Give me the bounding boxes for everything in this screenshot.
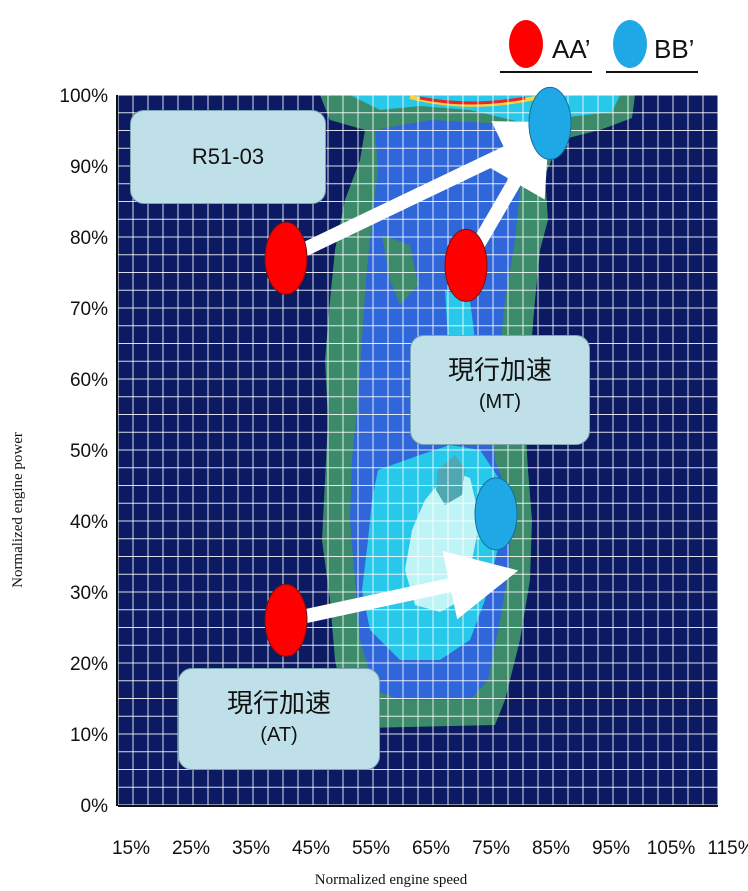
- x-tick-label: 105%: [647, 838, 696, 859]
- y-tick-label: 100%: [59, 86, 108, 107]
- y-tick-label: 60%: [70, 370, 108, 391]
- legend-label-bb: BB’: [654, 34, 694, 64]
- marker-aa: [264, 583, 308, 657]
- y-tick-label: 0%: [81, 796, 109, 817]
- contour-level-1-inlet: [382, 235, 418, 305]
- x-tick-label: 25%: [172, 838, 210, 859]
- x-tick-label: 95%: [592, 838, 630, 859]
- annotation-at: 現行加速 (AT): [178, 668, 380, 770]
- marker-bb: [528, 86, 572, 160]
- annotation-at-text: 現行加速: [226, 689, 331, 719]
- annotation-mt-text: 現行加速: [447, 356, 552, 386]
- y-tick-label: 20%: [70, 654, 108, 675]
- legend: AA’ BB’: [500, 20, 698, 73]
- x-tick-label: 85%: [532, 838, 570, 859]
- y-tick-label: 50%: [70, 441, 108, 462]
- y-tick-labels: 0% 10% 20% 30% 40% 50% 60% 70% 80% 90% 100%: [59, 86, 108, 817]
- legend-swatch-bb: [613, 20, 647, 68]
- x-tick-label: 35%: [232, 838, 270, 859]
- x-tick-labels: 15% 25% 35% 45% 55% 65% 75% 85% 95% 105% 115%: [112, 838, 748, 859]
- x-tick-label: 75%: [472, 838, 510, 859]
- y-tick-label: 30%: [70, 583, 108, 604]
- annotation-r51-text: R51-03: [191, 144, 265, 169]
- y-axis-title: Normalized engine power: [10, 432, 26, 588]
- x-tick-label: 115%: [707, 838, 748, 859]
- annotation-mt-sub: (MT): [478, 391, 522, 413]
- contour-peak-red: [419, 96, 526, 105]
- y-tick-label: 70%: [70, 299, 108, 320]
- y-tick-label: 40%: [70, 512, 108, 533]
- data-markers: [264, 86, 572, 657]
- annotation-mt: 現行加速 (MT): [410, 335, 590, 445]
- x-tick-label: 55%: [352, 838, 390, 859]
- annotation-at-sub: (AT): [260, 724, 298, 746]
- annotation-r51: R51-03: [130, 110, 326, 204]
- y-tick-label: 10%: [70, 725, 108, 746]
- x-axis-title: Normalized engine speed: [315, 872, 468, 888]
- legend-label-aa: AA’: [552, 34, 591, 64]
- x-tick-label: 65%: [412, 838, 450, 859]
- y-tick-label: 80%: [70, 228, 108, 249]
- marker-bb: [474, 477, 518, 551]
- arrow: [284, 550, 519, 628]
- x-tick-label: 45%: [292, 838, 330, 859]
- marker-aa: [444, 228, 488, 302]
- y-tick-label: 90%: [70, 157, 108, 178]
- x-tick-label: 15%: [112, 838, 150, 859]
- marker-aa: [264, 221, 308, 295]
- legend-swatch-aa: [509, 20, 543, 68]
